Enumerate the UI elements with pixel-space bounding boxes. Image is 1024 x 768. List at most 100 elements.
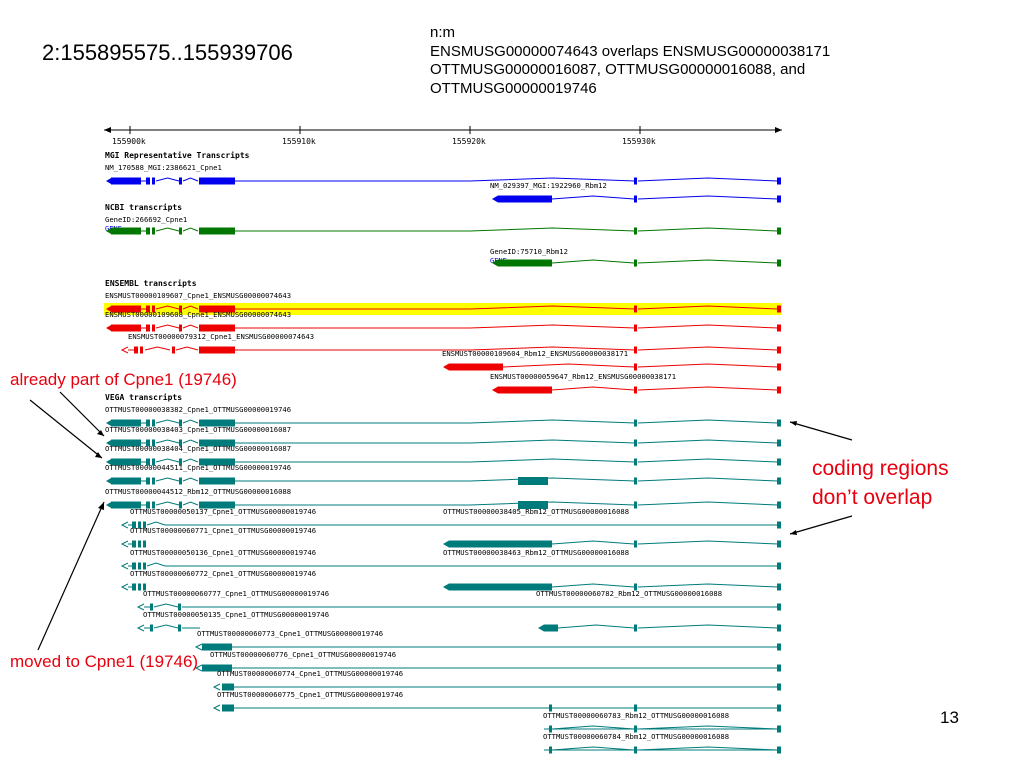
track-title: VEGA transcripts <box>105 392 182 402</box>
transcript-label: ENSMUST00000109607_Cpne1_ENSMUSG00000074… <box>105 291 291 300</box>
transcript-row[interactable]: GeneID:75710_Rbm12GENE <box>490 247 781 267</box>
arrowhead-icon <box>790 530 797 535</box>
gene-model <box>106 324 781 332</box>
arrowhead-icon <box>97 430 104 436</box>
gene-model <box>492 386 781 394</box>
arrowhead-icon <box>95 452 102 458</box>
arrowhead-icon <box>98 502 104 510</box>
gene-model <box>106 501 781 509</box>
transcript-row[interactable]: ENSMUST00000059647_Rbm12_ENSMUSG00000038… <box>490 372 781 394</box>
transcript-row[interactable]: OTTMUST00000060774_Cpne1_OTTMUSG00000019… <box>212 669 781 691</box>
transcript-label: NM_029397_MGI:1922960_Rbm12 <box>490 181 607 190</box>
gene-model <box>106 177 781 185</box>
transcript-row[interactable]: OTTMUST00000060784_Rbm12_OTTMUSG00000016… <box>543 732 781 754</box>
transcript-label: OTTMUST00000050135_Cpne1_OTTMUSG00000019… <box>143 610 329 619</box>
annotation-line: don’t overlap <box>812 486 933 509</box>
annotation-moved: moved to Cpne1 (19746) <box>10 652 199 671</box>
transcript-row[interactable]: OTTMUST00000060775_Cpne1_OTTMUSG00000019… <box>212 690 781 712</box>
gene-model <box>106 477 781 485</box>
gene-model <box>544 725 781 733</box>
transcript-label: OTTMUST00000060774_Cpne1_OTTMUSG00000019… <box>217 669 403 678</box>
transcript-label: ENSMUST00000109608_Cpne1_ENSMUSG00000074… <box>105 310 291 319</box>
transcript-label: OTTMUST00000038404_Cpne1_OTTMUSG00000016… <box>105 444 291 453</box>
transcript-label: OTTMUST00000060784_Rbm12_OTTMUSG00000016… <box>543 732 729 741</box>
gene-model <box>106 305 781 313</box>
transcript-row[interactable]: OTTMUST00000060772_Cpne1_OTTMUSG00000019… <box>120 569 781 591</box>
annotation-arrows <box>29 391 853 651</box>
transcript-row[interactable]: ENSMUST00000079312_Cpne1_ENSMUSG00000074… <box>120 332 781 354</box>
gene-model <box>120 540 781 548</box>
arrow-moved <box>37 501 105 651</box>
gene-model <box>212 704 781 712</box>
transcript-row[interactable]: OTTMUST00000060771_Cpne1_OTTMUSG00000019… <box>120 526 781 548</box>
transcript-row[interactable]: OTTMUST00000050136_Cpne1_OTTMUSG00000019… <box>120 548 781 570</box>
transcript-label: OTTMUST00000060775_Cpne1_OTTMUSG00000019… <box>217 690 403 699</box>
transcript-row[interactable]: ENSMUST00000109608_Cpne1_ENSMUSG00000074… <box>105 310 781 332</box>
transcript-label-secondary: OTTMUST00000038405_Rbm12_OTTMUSG00000016… <box>443 507 629 516</box>
arrow-already-2 <box>29 399 103 459</box>
transcript-row[interactable]: OTTMUST00000060777_Cpne1_OTTMUSG00000019… <box>136 589 781 611</box>
overlap-note: n:m ENSMUSG00000074643 overlaps ENSMUSG0… <box>430 24 990 98</box>
gene-model <box>120 562 781 570</box>
transcript-label: OTTMUST00000060777_Cpne1_OTTMUSG00000019… <box>143 589 329 598</box>
transcript-row[interactable]: OTTMUST00000038382_Cpne1_OTTMUSG00000019… <box>105 405 781 427</box>
ruler-tick-label: 155910k <box>282 137 316 146</box>
note-line: ENSMUSG00000074643 overlaps ENSMUSG00000… <box>430 42 831 60</box>
transcript-row[interactable]: ENSMUST00000109604_Rbm12_ENSMUSG00000038… <box>442 349 781 371</box>
track-title: NCBI transcripts <box>105 202 182 212</box>
ruler-left-arrow-icon <box>104 127 111 133</box>
transcript-label: ENSMUST00000079312_Cpne1_ENSMUSG00000074… <box>128 332 314 341</box>
coordinate-title: 2:155895575..155939706 <box>42 40 293 65</box>
gene-model <box>120 583 781 591</box>
transcript-row[interactable]: OTTMUST00000060783_Rbm12_OTTMUSG00000016… <box>543 711 781 733</box>
gene-model <box>120 346 781 354</box>
gene-model <box>443 363 781 371</box>
transcript-label: OTTMUST00000060772_Cpne1_OTTMUSG00000019… <box>130 569 316 578</box>
track-section-vega: VEGA transcriptsOTTMUST00000038382_Cpne1… <box>105 392 781 754</box>
transcript-row[interactable]: OTTMUST00000038404_Cpne1_OTTMUSG00000016… <box>105 444 781 466</box>
transcript-label: OTTMUST00000060773_Cpne1_OTTMUSG00000019… <box>197 629 383 638</box>
gene-model <box>136 624 781 632</box>
gene-model <box>544 746 781 754</box>
transcript-label: OTTMUST00000060783_Rbm12_OTTMUSG00000016… <box>543 711 729 720</box>
transcript-label: ENSMUST00000059647_Rbm12_ENSMUSG00000038… <box>490 372 676 381</box>
transcript-label: OTTMUST00000050136_Cpne1_OTTMUSG00000019… <box>130 548 316 557</box>
transcript-row[interactable]: OTTMUST00000044512_Rbm12_OTTMUSG00000016… <box>105 487 781 509</box>
transcript-row[interactable]: OTTMUST00000050137_Cpne1_OTTMUSG00000019… <box>120 507 781 529</box>
transcript-label: GeneID:266692_Cpne1 <box>105 215 187 224</box>
transcript-row[interactable]: GeneID:266692_Cpne1GENE <box>105 215 781 235</box>
transcript-row[interactable]: OTTMUST00000060773_Cpne1_OTTMUSG00000019… <box>194 629 781 651</box>
arrow-coding-1 <box>789 421 853 441</box>
transcript-row[interactable]: NM_029397_MGI:1922960_Rbm12 <box>490 181 781 203</box>
gene-model <box>106 419 781 427</box>
arrow-coding-2 <box>789 515 853 535</box>
transcript-label: OTTMUST00000044511_Cpne1_OTTMUSG00000019… <box>105 463 291 472</box>
note-line: n:m <box>430 24 456 41</box>
transcript-row[interactable]: OTTMUST00000038403_Cpne1_OTTMUSG00000016… <box>105 425 781 447</box>
transcript-label: OTTMUST00000060771_Cpne1_OTTMUSG00000019… <box>130 526 316 535</box>
track-section-ensembl: ENSEMBL transcriptsENSMUST00000109607_Cp… <box>104 278 782 394</box>
gene-model <box>106 439 781 447</box>
transcript-row[interactable]: OTTMUST00000050135_Cpne1_OTTMUSG00000019… <box>136 610 781 632</box>
transcript-label: OTTMUST00000038382_Cpne1_OTTMUSG00000019… <box>105 405 291 414</box>
note-line: OTTMUSG00000019746 <box>430 79 597 97</box>
gene-model <box>194 643 781 651</box>
page-number: 13 <box>940 708 959 727</box>
position-ruler: 155900k 155910k 155920k 155930k <box>104 126 782 146</box>
transcript-row[interactable]: OTTMUST00000060776_Cpne1_OTTMUSG00000019… <box>194 650 781 672</box>
ruler-right-arrow-icon <box>775 127 782 133</box>
track-section-ncbi: NCBI transcriptsGeneID:266692_Cpne1GENEG… <box>105 202 781 267</box>
track-title: ENSEMBL transcripts <box>105 278 197 288</box>
transcript-row[interactable]: NM_170588_MGI:2386621_Cpne1 <box>105 163 781 185</box>
transcript-label: GeneID:75710_Rbm12 <box>490 247 568 256</box>
ruler-tick-label: 155920k <box>452 137 486 146</box>
transcript-row[interactable]: OTTMUST00000044511_Cpne1_OTTMUSG00000019… <box>105 463 781 485</box>
transcript-label: ENSMUST00000109604_Rbm12_ENSMUSG00000038… <box>442 349 628 358</box>
gene-model <box>492 259 781 267</box>
transcript-label: NM_170588_MGI:2386621_Cpne1 <box>105 163 222 172</box>
transcript-row[interactable]: ENSMUST00000109607_Cpne1_ENSMUSG00000074… <box>104 291 782 315</box>
gene-model <box>136 603 781 611</box>
gene-model <box>106 227 781 235</box>
gene-model <box>194 664 781 672</box>
transcript-label: OTTMUST00000038403_Cpne1_OTTMUSG00000016… <box>105 425 291 434</box>
